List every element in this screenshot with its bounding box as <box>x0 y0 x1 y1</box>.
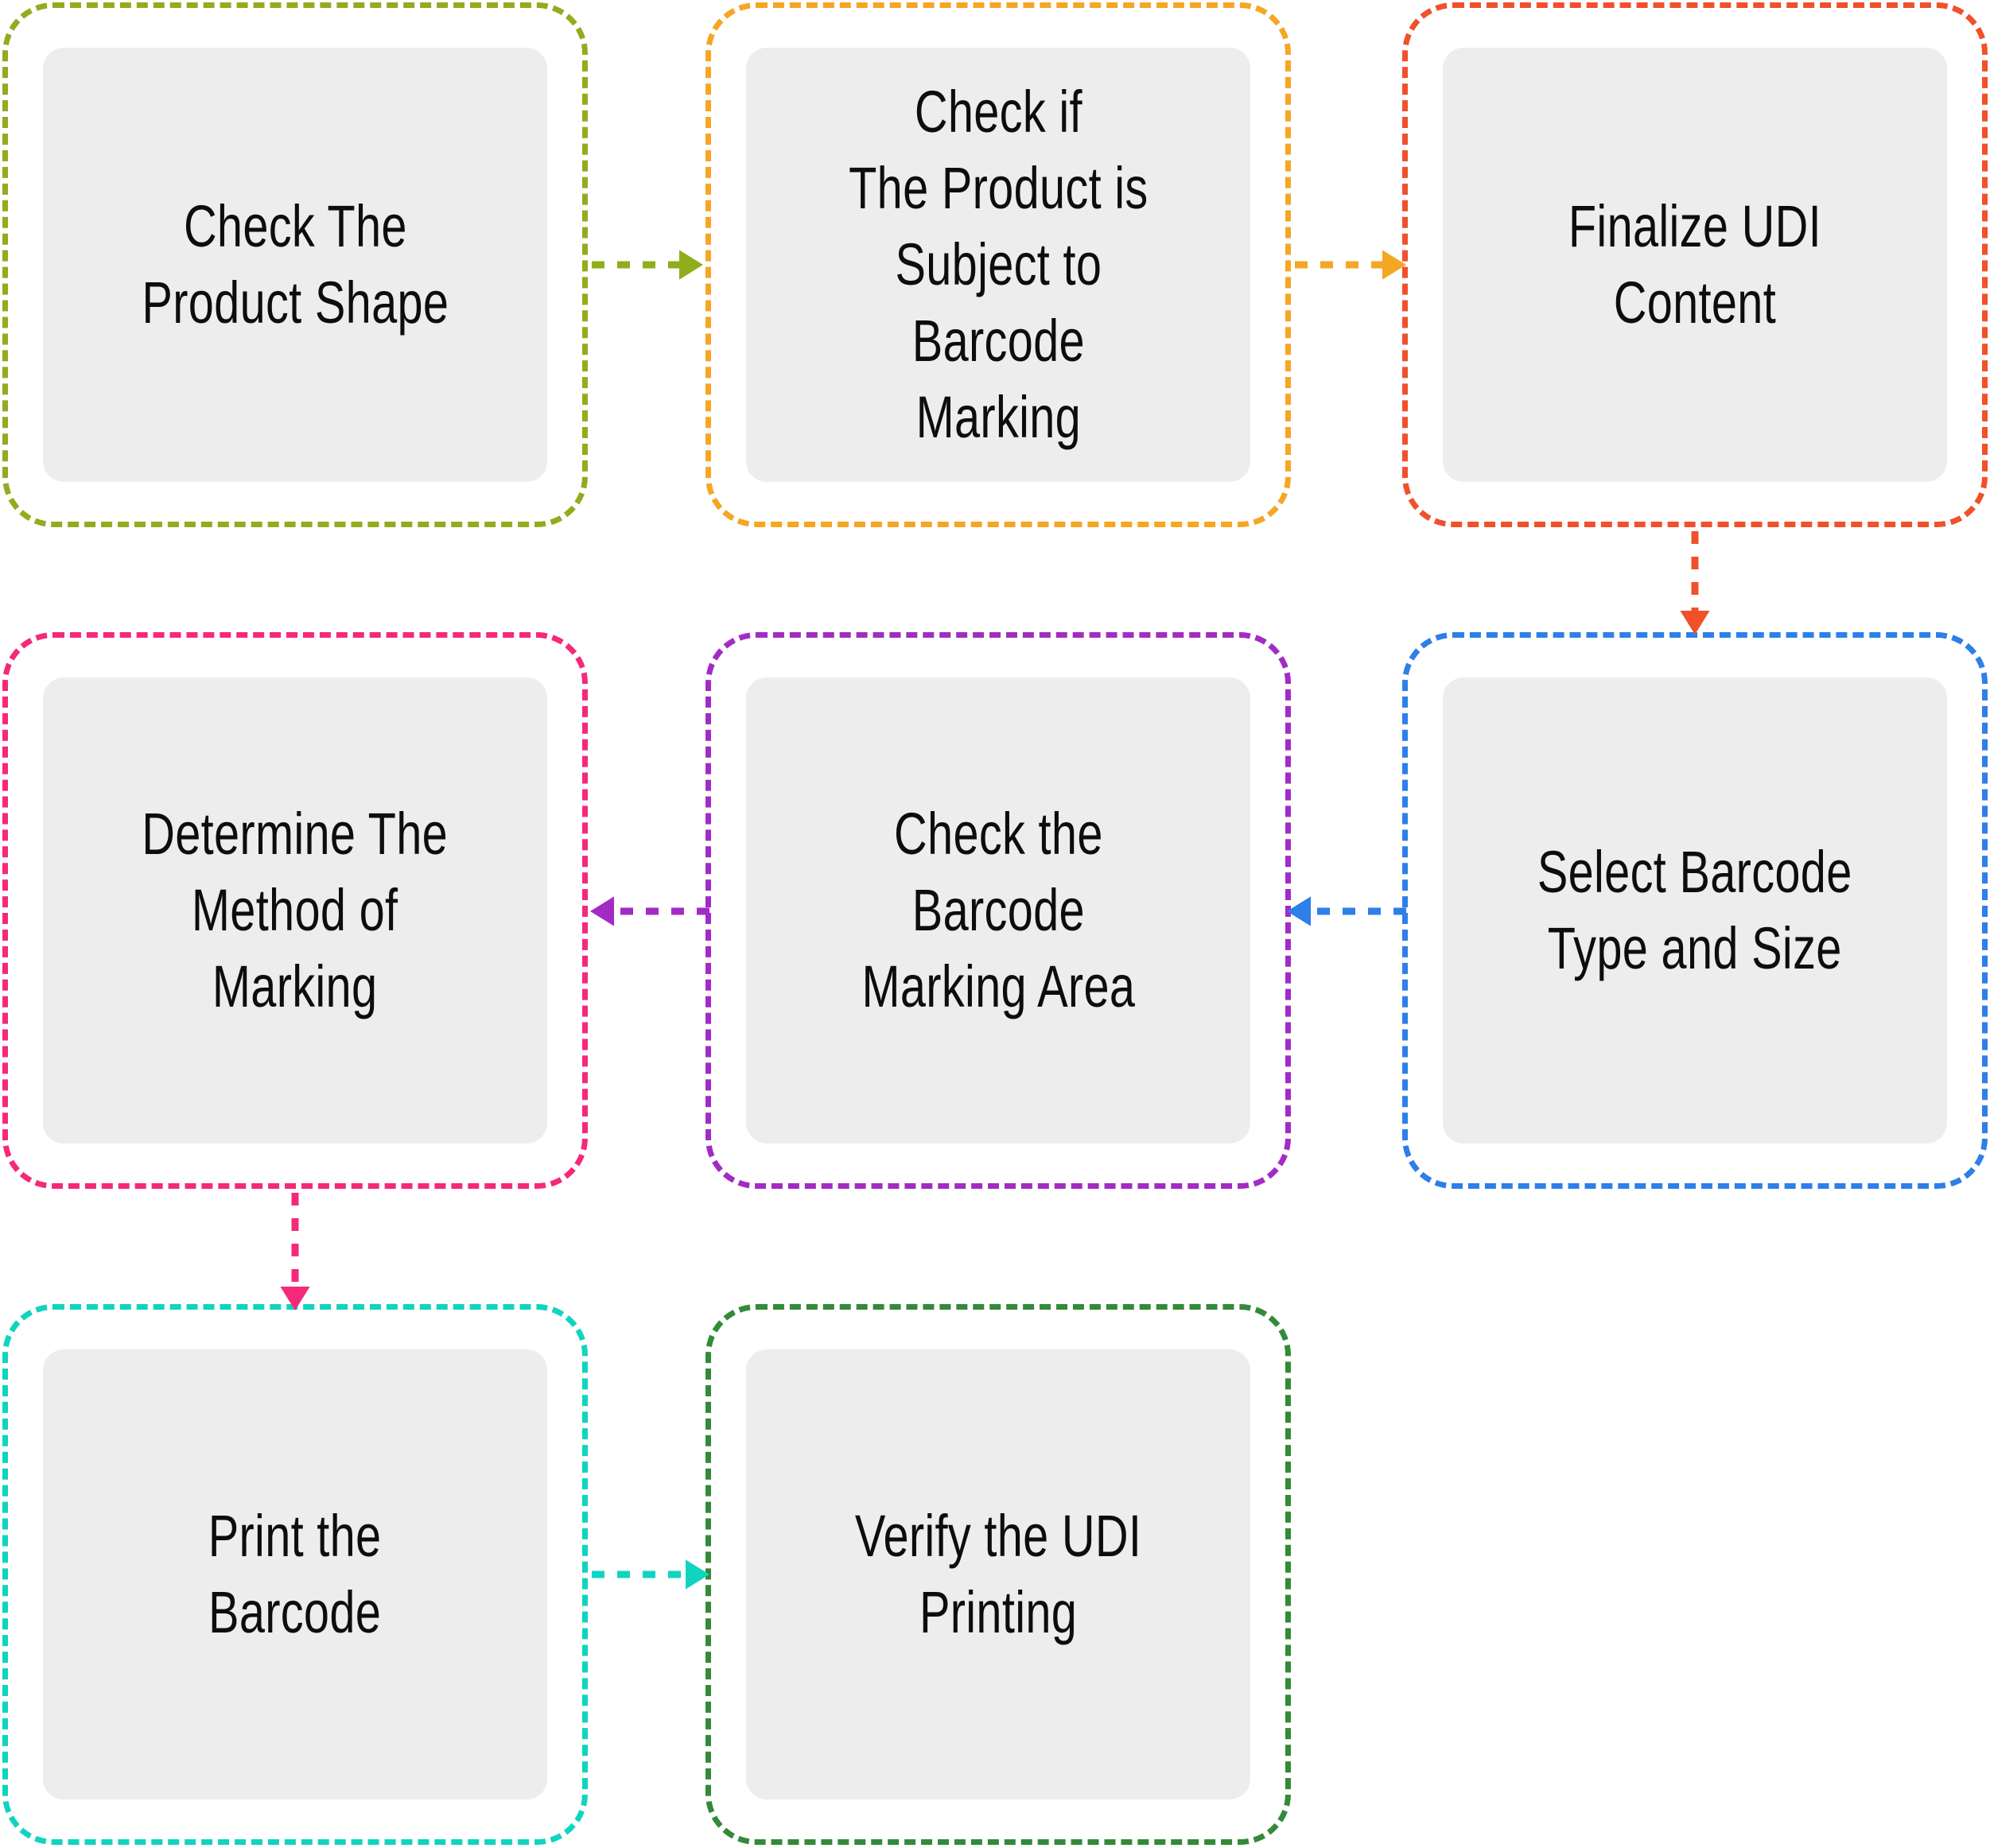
flow-node-label: Print the Barcode <box>208 1502 382 1645</box>
flow-node-print-the-barcode[interactable]: Print the Barcode <box>2 1304 588 1845</box>
flow-node-verify-the-udi-printing[interactable]: Verify the UDI Printing <box>705 1304 1291 1845</box>
flow-node-label: Select Barcode Type and Size <box>1537 838 1852 981</box>
flow-node-panel: Check the Barcode Marking Area <box>746 677 1250 1143</box>
flow-node-determine-method-of-marking[interactable]: Determine The Method of Marking <box>2 632 588 1189</box>
flow-node-label: Check the Barcode Marking Area <box>861 800 1135 1020</box>
flow-node-panel: Verify the UDI Printing <box>746 1349 1250 1799</box>
connector-arrow-subject-to-finalize <box>1295 243 1406 287</box>
connector-arrow-check-area-to-determine <box>590 889 709 934</box>
connector-arrow-print-to-verify <box>592 1552 709 1597</box>
flow-node-check-product-shape[interactable]: Check The Product Shape <box>2 2 588 527</box>
flow-node-panel: Determine The Method of Marking <box>43 677 547 1143</box>
flow-node-check-barcode-marking-area[interactable]: Check the Barcode Marking Area <box>705 632 1291 1189</box>
flow-node-panel: Check The Product Shape <box>43 48 547 482</box>
connector-arrow-determine-to-print <box>273 1193 317 1310</box>
flow-node-finalize-udi-content[interactable]: Finalize UDI Content <box>1402 2 1988 527</box>
connector-arrow-shape-to-subject <box>592 243 703 287</box>
flow-node-label: Check if The Product is Subject to Barco… <box>848 78 1149 451</box>
flow-node-label: Verify the UDI Printing <box>854 1502 1142 1645</box>
flow-node-label: Determine The Method of Marking <box>142 800 449 1020</box>
flow-node-panel: Finalize UDI Content <box>1443 48 1947 482</box>
connector-arrow-select-to-check-area <box>1287 889 1406 934</box>
flow-node-check-subject-to-barcode-marking[interactable]: Check if The Product is Subject to Barco… <box>705 2 1291 527</box>
flow-node-select-barcode-type-and-size[interactable]: Select Barcode Type and Size <box>1402 632 1988 1189</box>
flow-node-label: Finalize UDI Content <box>1568 192 1822 336</box>
flow-node-panel: Print the Barcode <box>43 1349 547 1799</box>
flow-node-panel: Check if The Product is Subject to Barco… <box>746 48 1250 482</box>
flow-node-panel: Select Barcode Type and Size <box>1443 677 1947 1143</box>
flow-node-label: Check The Product Shape <box>142 192 449 336</box>
connector-arrow-finalize-to-select <box>1673 531 1717 635</box>
